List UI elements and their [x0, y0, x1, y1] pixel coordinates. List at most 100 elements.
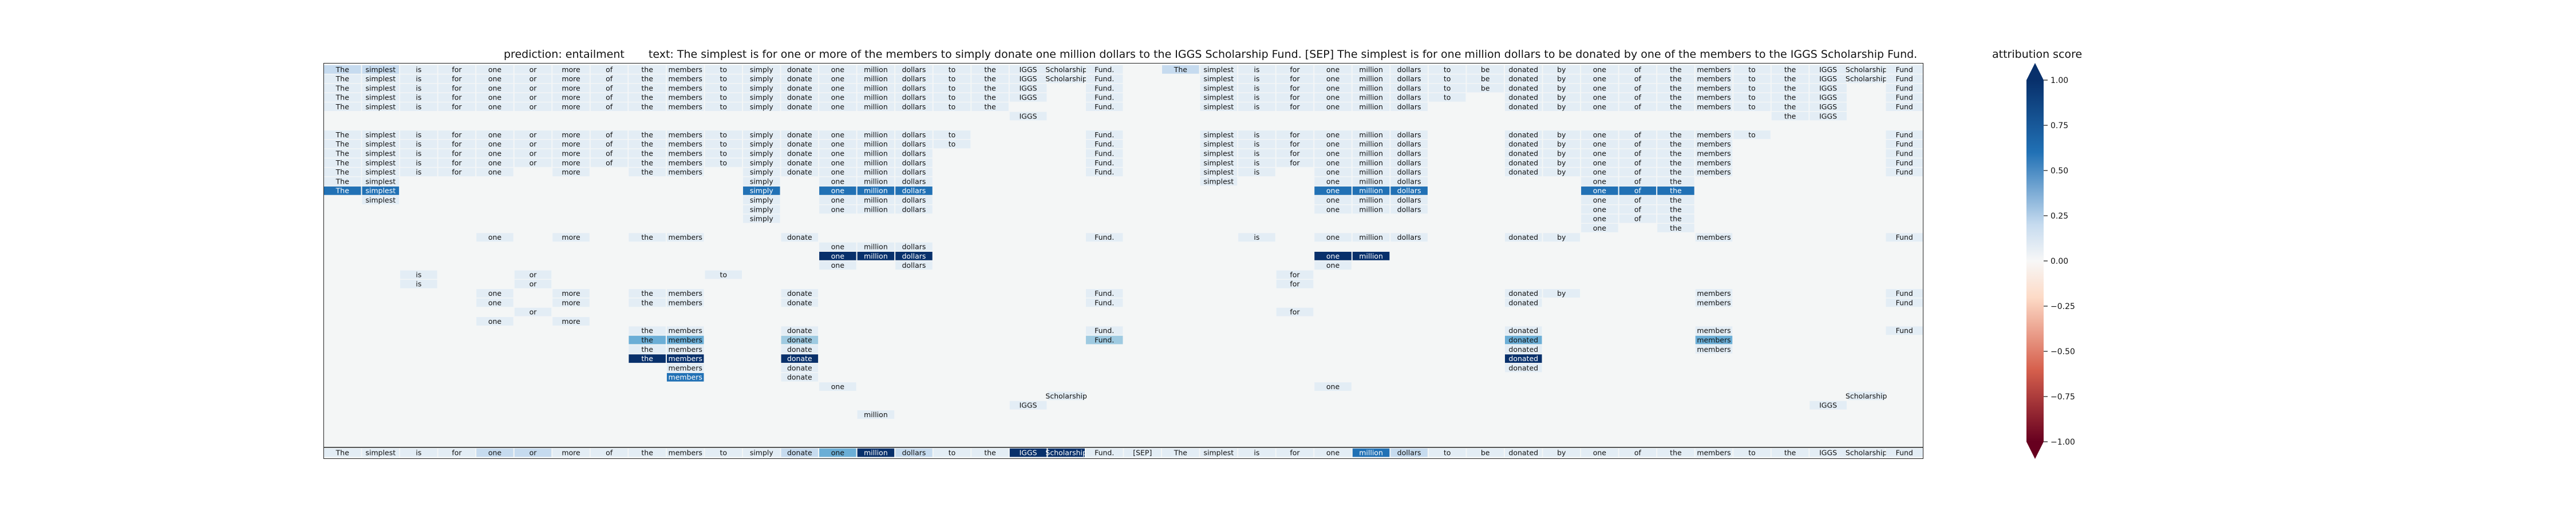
heatmap-row-21-token-26-cell	[1314, 261, 1352, 270]
heatmap-row-20-token-15-label: dollars	[902, 252, 926, 260]
heatmap-row-0-token-9-cell	[666, 65, 704, 74]
heatmap-row-7-token-25-label: for	[1290, 130, 1300, 139]
heatmap-row-28-token-20-label: Fund.	[1095, 326, 1114, 335]
heatmap-row-1-token-23-cell	[1200, 74, 1238, 84]
heatmap-row-7-token-10-cell	[705, 130, 742, 139]
heatmap-row-4-token-3-label: for	[452, 102, 462, 111]
heatmap-row-8-token-2-cell	[400, 140, 437, 149]
heatmap-row-1-token-40-label: Scholarship	[1846, 74, 1887, 83]
heatmap-row-24-token-31-label: donated	[1508, 289, 1538, 298]
heatmap-row-12-token-27-cell	[1352, 177, 1390, 186]
heatmap-row-0-token-28-label: dollars	[1397, 65, 1421, 74]
heatmap-row-14-token-26-cell	[1314, 196, 1352, 204]
heatmap-row-2-token-9-cell	[666, 84, 704, 93]
heatmap-row-16-token-33-cell	[1581, 214, 1618, 223]
heatmap-row-3-token-24-cell	[1238, 93, 1275, 102]
summary-token-5-cell	[514, 448, 552, 457]
summary-token-34-label: of	[1634, 449, 1642, 457]
heatmap-row-8-token-7-cell	[590, 140, 628, 149]
summary-token-23-cell	[1200, 448, 1238, 457]
heatmap-row-4-token-0-cell	[324, 102, 361, 111]
heatmap-row-34-token-13-label: one	[831, 382, 845, 391]
heatmap-row-3-token-5-cell	[514, 93, 552, 102]
heatmap-row-10-token-1-label: simplest	[365, 159, 396, 167]
heatmap-row-2-token-25-label: for	[1290, 84, 1300, 92]
heatmap-row-7-token-5-cell	[514, 130, 552, 139]
heatmap-row-4-token-33-cell	[1581, 102, 1618, 111]
heatmap-row-4-token-39-label: IGGS	[1819, 102, 1837, 111]
heatmap-row-3-token-8-label: the	[641, 93, 653, 102]
heatmap-row-0-token-32-label: by	[1557, 65, 1566, 74]
summary-token-11-cell	[743, 448, 780, 457]
heatmap-row-1-token-7-cell	[590, 74, 628, 84]
heatmap-row-1-token-24-cell	[1238, 74, 1275, 84]
heatmap-row-33-token-12-cell	[781, 373, 819, 382]
summary-token-28-cell	[1390, 448, 1428, 457]
heatmap-row-11-token-36-label: members	[1697, 168, 1730, 176]
heatmap-row-11-token-36-cell	[1695, 168, 1733, 177]
heatmap-row-10-token-6-cell	[552, 159, 590, 167]
heatmap-row-2-token-15-label: dollars	[902, 84, 926, 92]
heatmap-row-9-token-23-cell	[1200, 149, 1238, 158]
summary-token-2-label: is	[416, 449, 421, 457]
heatmap-row-15-token-28-label: dollars	[1397, 205, 1421, 213]
heatmap-row-11-token-1-cell	[362, 168, 400, 177]
heatmap-row-1-token-37-label: to	[1748, 74, 1756, 83]
heatmap-row-9-token-11-label: simply	[750, 149, 774, 158]
heatmap-row-1-token-11-label: simply	[750, 74, 774, 83]
heatmap-row-9-token-5-cell	[514, 149, 552, 158]
heatmap-row-3-token-41-label: Fund	[1896, 93, 1913, 102]
heatmap-row-3-token-10-cell	[705, 93, 742, 102]
heatmap-row-3-token-18-label: IGGS	[1020, 93, 1037, 102]
heatmap-row-27-token-6-label: more	[562, 317, 580, 326]
heatmap-row-7-token-16-cell	[933, 130, 971, 139]
summary-token-16-cell	[933, 448, 971, 457]
heatmap-row-0-token-16-label: to	[949, 65, 956, 74]
heatmap-row-2-token-23-cell	[1200, 84, 1238, 93]
heatmap-row-0-token-1-cell	[362, 65, 400, 74]
heatmap-row-8-token-8-cell	[629, 140, 666, 149]
heatmap-row-1-token-17-cell	[971, 74, 1009, 84]
heatmap-row-1-token-13-label: one	[831, 74, 845, 83]
heatmap-row-7-token-31-label: donated	[1508, 130, 1538, 139]
heatmap-row-28-token-20-cell	[1085, 326, 1123, 335]
heatmap-row-37-token-14-cell	[857, 410, 895, 419]
heatmap-row-11-token-13-cell	[819, 168, 856, 177]
heatmap-row-3-token-37-label: to	[1748, 93, 1756, 102]
heatmap-row-10-token-8-label: the	[641, 159, 653, 167]
heatmap-row-8-token-35-cell	[1657, 140, 1694, 149]
heatmap-row-9-token-28-label: dollars	[1397, 149, 1421, 158]
heatmap-row-2-token-8-label: the	[641, 84, 653, 92]
heatmap-row-0-token-37-label: to	[1748, 65, 1756, 74]
heatmap-row-9-token-32-cell	[1543, 149, 1581, 158]
summary-token-28-label: dollars	[1397, 449, 1421, 457]
heatmap-row-12-token-23-label: simplest	[1204, 177, 1234, 185]
summary-token-32-cell	[1543, 448, 1581, 457]
heatmap-row-7-token-32-label: by	[1557, 130, 1566, 139]
heatmap-row-14-token-27-cell	[1352, 196, 1390, 204]
heatmap-row-3-token-16-label: to	[949, 93, 956, 102]
heatmap-row-4-token-38-label: the	[1784, 102, 1796, 111]
heatmap-row-1-token-25-label: for	[1290, 74, 1300, 83]
summary-token-5-label: or	[530, 449, 538, 457]
heatmap-row-28-token-41-label: Fund	[1896, 326, 1913, 335]
heatmap-row-14-token-11-label: simply	[750, 196, 774, 204]
heatmap-row-10-token-24-label: is	[1254, 159, 1259, 167]
heatmap-row-11-token-2-label: is	[416, 168, 421, 176]
heatmap-row-13-token-14-label: million	[864, 187, 888, 195]
heatmap-row-30-token-36-label: members	[1697, 345, 1730, 354]
heatmap-row-1-token-2-cell	[400, 74, 437, 84]
heatmap-row-0-token-26-cell	[1314, 65, 1352, 74]
heatmap-row-0-token-7-cell	[590, 65, 628, 74]
text-label: text:	[648, 48, 674, 61]
heatmap-row-13-token-15-label: dollars	[902, 187, 926, 195]
heatmap-row-9-token-15-label: dollars	[902, 149, 926, 158]
heatmap-row-8-token-27-cell	[1352, 140, 1390, 149]
colorbar-body	[2026, 80, 2044, 442]
heatmap-row-10-token-35-label: the	[1670, 159, 1682, 167]
heatmap-row-2-token-13-cell	[819, 84, 856, 93]
heatmap-row-1-token-35-cell	[1657, 74, 1694, 84]
heatmap-row-3-token-28-cell	[1390, 93, 1428, 102]
heatmap-row-12-token-0-label: The	[335, 177, 350, 185]
heatmap-row-3-token-6-label: more	[562, 93, 580, 102]
